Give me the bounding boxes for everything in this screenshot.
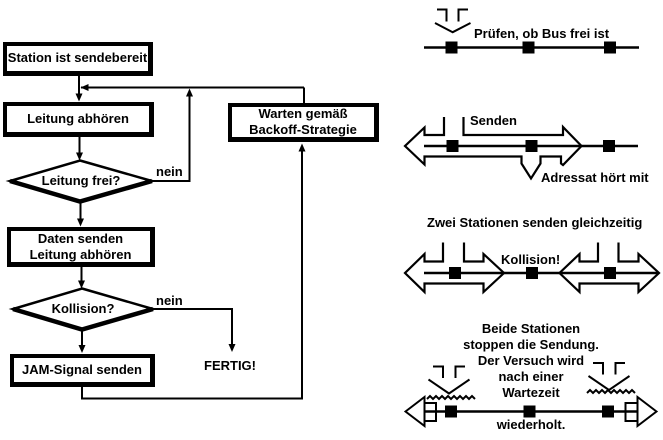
station-square: [526, 267, 538, 279]
arrowhead-down-icon: [77, 218, 84, 227]
stop-down-arrow-icon: [614, 362, 625, 375]
caption-backoff-line: stoppen die Sendung.: [463, 337, 599, 352]
station-square: [522, 41, 535, 54]
caption-check-bus: Prüfen, ob Bus frei ist: [474, 26, 610, 41]
station-square: [525, 140, 538, 152]
illustration-sending: [403, 117, 638, 181]
process-box-label-line2: Leitung abhören: [29, 246, 132, 262]
process-box-station: Station ist sendebereit: [3, 41, 153, 76]
terminal-label-fertig: FERTIG!: [204, 358, 256, 373]
station-square: [449, 267, 461, 279]
process-box-label-line1: Daten senden: [37, 230, 124, 246]
caption-backoff-line: nach einer: [498, 369, 564, 384]
connector-linefree-nein: [152, 96, 191, 182]
process-box-label-line2: Backoff-Strategie: [249, 122, 357, 137]
stop-down-arrow-icon: [427, 378, 471, 395]
process-box-wait-backoff: Warten gemäß Backoff-Strategie: [228, 103, 379, 142]
wait-squiggle-icon: [426, 394, 476, 401]
probe-down-arrow-icon: [437, 8, 448, 22]
stop-down-arrow-icon: [433, 365, 444, 378]
process-box-label-line1: Warten gemäß: [258, 106, 348, 121]
station-square: [602, 405, 614, 418]
connector-jam-to-wait: [81, 151, 303, 400]
arrowhead-down-icon: [228, 344, 236, 352]
send-hollow-arrows-icon: [403, 117, 584, 181]
left-station-arrows-icon: [403, 242, 506, 295]
caption-backoff-line: Wartezeit: [502, 385, 560, 400]
station-square: [604, 267, 616, 279]
caption-senden: Senden: [470, 113, 517, 128]
station-square: [604, 41, 616, 54]
process-box-listen: Leitung abhören: [3, 102, 154, 137]
decision-label-line-free: Leitung frei?: [41, 173, 121, 188]
caption-collision-title: Zwei Stationen senden gleichzeitig: [427, 214, 643, 230]
process-box-jam-signal: JAM-Signal senden: [10, 353, 155, 387]
station-square: [445, 41, 458, 54]
arrowhead-down-icon: [76, 152, 83, 161]
station-square: [446, 140, 459, 152]
arrowhead-down-icon: [75, 93, 83, 102]
caption-backoff-line: Beide Stationen: [481, 321, 581, 336]
process-box-label: Station ist sendebereit: [7, 50, 148, 65]
illustration-backoff: [403, 362, 659, 429]
caption-wiederholt: wiederholt.: [496, 416, 566, 432]
illustration-collision: [403, 242, 661, 295]
branch-label-nein: nein: [156, 164, 183, 179]
branch-label-nein: nein: [156, 292, 183, 308]
process-box-send-data: Daten senden Leitung abhören: [7, 227, 155, 267]
caption-kollision: Kollision!: [501, 251, 561, 267]
diamond-collision-shadow: [12, 306, 154, 332]
caption-backoff-line: Der Versuch wird: [477, 353, 585, 368]
stop-down-arrow-icon: [593, 362, 604, 375]
process-box-label: Leitung abhören: [27, 110, 129, 126]
connector-collision-nein: [153, 308, 233, 344]
station-square: [523, 405, 536, 418]
illustration-check-bus: [424, 8, 639, 54]
caption-adressat: Adressat hört mit: [541, 169, 649, 185]
decision-diamonds: [5, 159, 158, 332]
flowchart-arrowheads: [75, 84, 306, 353]
stop-down-arrow-icon: [454, 365, 465, 378]
arrowhead-left-icon: [80, 84, 89, 91]
station-square: [603, 140, 615, 152]
station-square: [445, 405, 457, 418]
diamond-line-free-shadow: [9, 178, 153, 204]
probe-down-arrow-icon: [457, 8, 468, 22]
flowchart-connectors: [78, 75, 305, 400]
process-box-label: JAM-Signal senden: [22, 361, 142, 377]
connector-feedback-horizontal: [81, 86, 305, 103]
decision-label-collision: Kollision?: [51, 301, 115, 316]
probe-down-arrow-icon: [434, 22, 471, 34]
caption-backoff-block: Beide Stationen stoppen die Sendung. Der…: [421, 321, 641, 401]
wait-squiggle-icon: [586, 388, 636, 395]
arrowhead-down-icon: [78, 280, 85, 289]
arrowhead-up-icon: [186, 88, 193, 97]
arrowhead-up-icon: [298, 143, 306, 152]
right-station-arrows-icon: [557, 242, 661, 295]
arrowhead-down-icon: [78, 345, 86, 353]
